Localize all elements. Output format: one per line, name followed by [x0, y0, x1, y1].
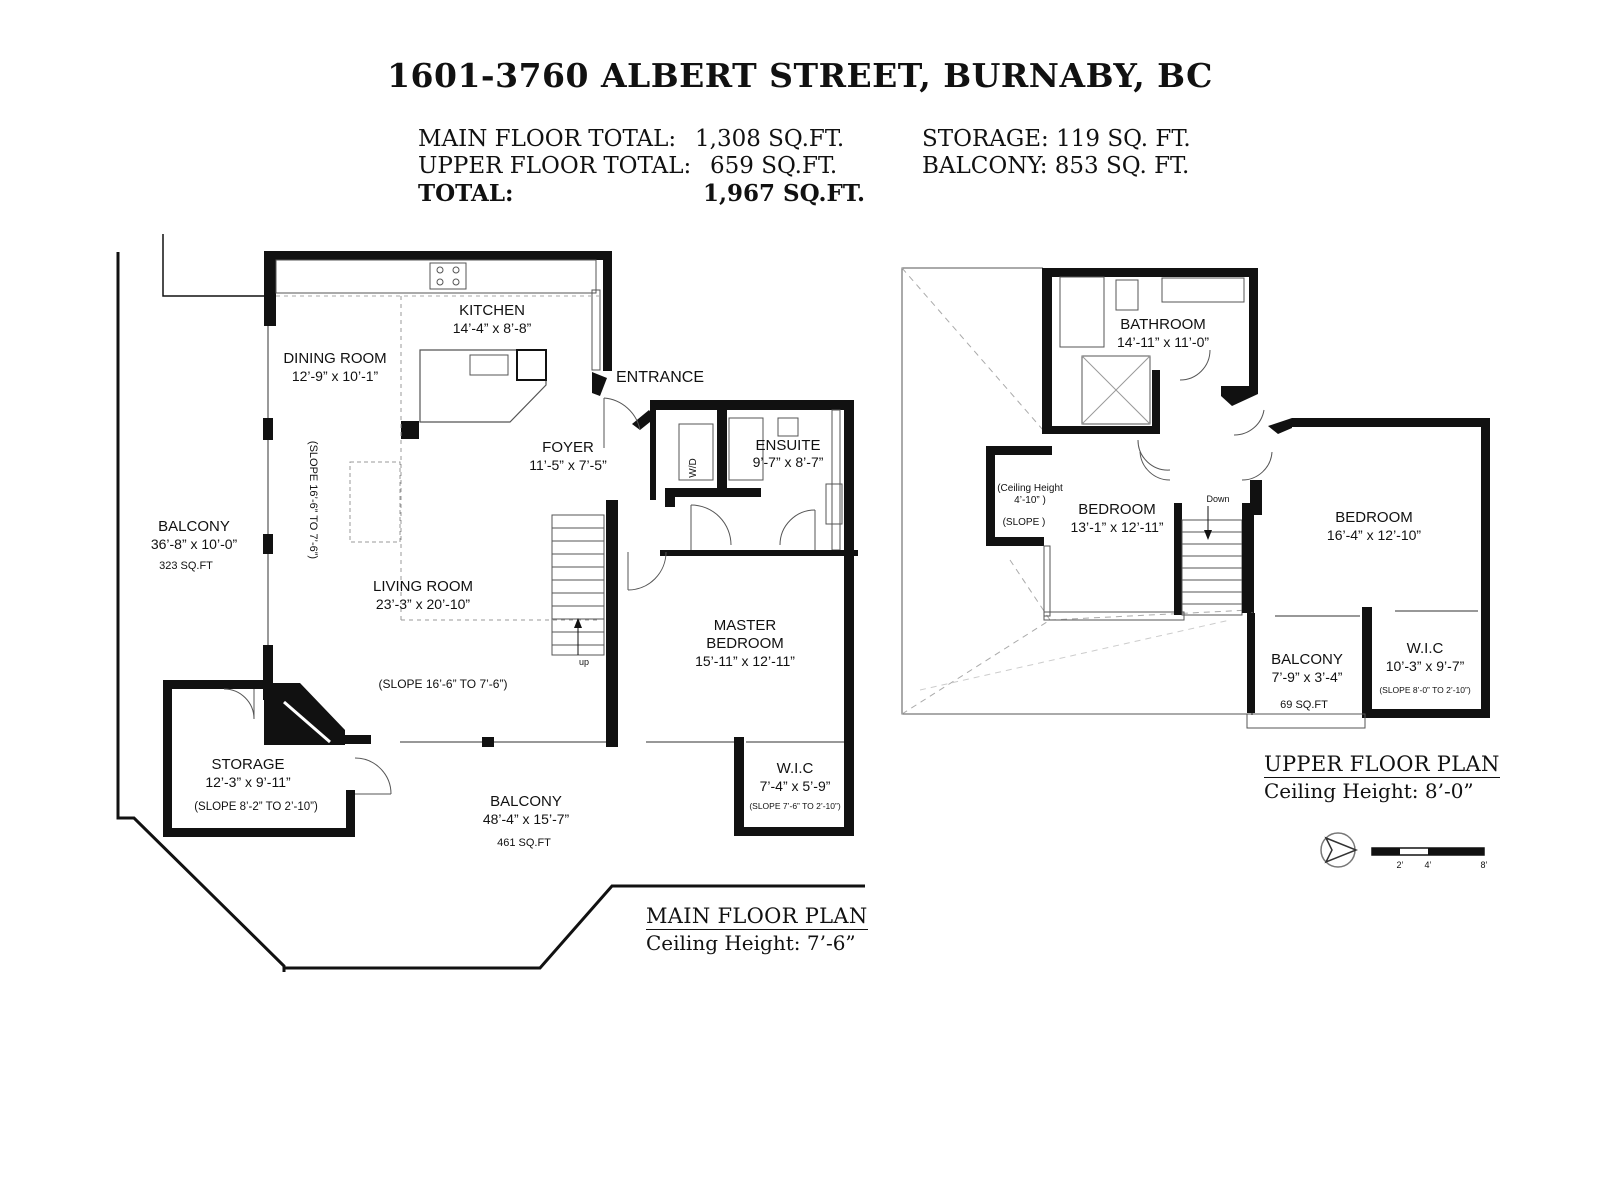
- scale-bar: 2’ 4’ 8’: [1371, 847, 1488, 870]
- total-value: 1,967 SQ.FT.: [703, 180, 866, 207]
- bathroom-label: BATHROOM: [1120, 316, 1206, 333]
- kitchen-dims: 14’-4” x 8’-8”: [453, 320, 532, 336]
- wic-dims: 7’-4” x 5’-9”: [760, 778, 831, 794]
- upper-wic-dims: 10’-3” x 9’-7”: [1386, 658, 1465, 674]
- total-label: TOTAL:: [418, 180, 514, 207]
- nook-ceiling-line1: (Ceiling Height: [997, 483, 1063, 494]
- upper-wic-label: W.I.C: [1407, 640, 1444, 657]
- double-vanity: [1161, 277, 1245, 303]
- cooktop: [429, 262, 467, 290]
- west-balcony-area: 323 SQ.FT: [159, 560, 213, 572]
- sink: [469, 354, 509, 376]
- fireplace: [264, 683, 345, 745]
- toilet: [777, 417, 799, 437]
- entrance-wall: [592, 372, 607, 396]
- master-label-line1: MASTER: [714, 617, 777, 634]
- storage-total: STORAGE: 119 SQ. FT.: [922, 126, 1191, 152]
- scale-tick-2: 2’: [1396, 860, 1403, 870]
- scale-tick-8: 8’: [1480, 860, 1487, 870]
- upper-balcony-label: BALCONY: [1271, 651, 1343, 668]
- vertical-slope-note: (SLOPE 16’-6” TO 7’-6”): [307, 441, 319, 559]
- wall: [264, 251, 276, 326]
- south-balcony-dims: 48’-4” x 15’-7”: [483, 811, 570, 827]
- main-floor-plan: W/D up: [116, 234, 865, 972]
- wic-slope-note: (SLOPE 7’-6” TO 2’-10”): [749, 801, 840, 811]
- wall: [603, 251, 612, 371]
- storage-dims: 12’-3” x 9’-11”: [205, 774, 291, 790]
- wall: [264, 251, 612, 260]
- property-address: 1601-3760 ALBERT STREET, BURNABY, BC: [387, 56, 1213, 95]
- vanity: [825, 483, 843, 525]
- toilet: [1115, 279, 1139, 311]
- shower: [1081, 355, 1151, 425]
- south-balcony-label: BALCONY: [490, 793, 562, 810]
- living-slope-note: (SLOPE 16’-6” TO 7’-6”): [379, 677, 508, 691]
- dining-label: DINING ROOM: [283, 350, 386, 367]
- ensuite-label: ENSUITE: [755, 437, 820, 454]
- upper-balcony-dims: 7’-9” x 3’-4”: [1272, 669, 1343, 685]
- storage-slope-note: (SLOPE 8’-2” TO 2’-10”): [194, 801, 318, 813]
- living-dims: 23’-3” x 20’-10”: [376, 596, 470, 612]
- wic-label: W.I.C: [777, 760, 814, 777]
- north-arrow-icon: [1320, 832, 1359, 868]
- balcony-total: BALCONY: 853 SQ. FT.: [922, 153, 1190, 179]
- west-balcony-dims: 36’-8” x 10’-0”: [151, 536, 238, 552]
- entrance-label: ENTRANCE: [616, 369, 704, 386]
- upper-wic-slope-note: (SLOPE 8’-0” TO 2’-10”): [1379, 685, 1470, 695]
- bathroom-wall: [1042, 268, 1052, 433]
- upper-floor-plan: Down: [901, 267, 1490, 729]
- bathtub: [1059, 276, 1105, 348]
- small-bedroom-label: BEDROOM: [1078, 501, 1156, 518]
- large-bedroom-dims: 16’-4” x 12’-10”: [1327, 527, 1421, 543]
- living-label: LIVING ROOM: [373, 578, 473, 595]
- upper-floor-total-value: 659 SQ.FT.: [710, 153, 838, 179]
- kitchen-door: [591, 289, 601, 371]
- kitchen-label: KITCHEN: [459, 302, 525, 319]
- nook-slope-note: (SLOPE ): [1003, 517, 1046, 528]
- main-floor-caption: MAIN FLOOR PLAN: [646, 904, 868, 930]
- bathtub: [728, 417, 764, 481]
- balcony-outline-south: [284, 884, 865, 970]
- appliance: [516, 349, 547, 381]
- balcony-outline-west: [116, 252, 286, 972]
- main-floor-ceiling: Ceiling Height: 7’-6”: [646, 931, 856, 955]
- west-balcony-label: BALCONY: [158, 518, 230, 535]
- south-balcony-area: 461 SQ.FT: [497, 837, 551, 849]
- bathroom-dims: 14’-11” x 11’-0”: [1117, 334, 1209, 350]
- foyer-label: FOYER: [542, 439, 594, 456]
- stairs-up: up: [551, 514, 605, 667]
- kitchen-counter: [275, 259, 597, 294]
- upper-floor-caption-block: UPPER FLOOR PLAN Ceiling Height: 8’-0”: [1264, 752, 1500, 803]
- upper-floor-ceiling: Ceiling Height: 8’-0”: [1264, 779, 1474, 803]
- foyer-dims: 11’-5” x 7’-5”: [529, 457, 607, 473]
- scale-tick-4: 4’: [1424, 860, 1431, 870]
- balcony-outline-north: [162, 234, 266, 297]
- ensuite-dims: 9’-7” x 8’-7”: [753, 454, 824, 470]
- washer-dryer: [678, 423, 714, 481]
- wall: [650, 400, 854, 410]
- dining-dims: 12’-9” x 10’-1”: [292, 368, 379, 384]
- column: [401, 421, 419, 439]
- dining-table-outline: [349, 461, 401, 543]
- upper-floor-caption: UPPER FLOOR PLAN: [1264, 752, 1500, 778]
- large-bedroom-label: BEDROOM: [1335, 509, 1413, 526]
- upper-floor-total-label: UPPER FLOOR TOTAL:: [418, 153, 692, 179]
- stairs-down: Down: [1181, 494, 1243, 616]
- small-bedroom-dims: 13’-1” x 12’-11”: [1070, 519, 1163, 535]
- kitchen-island: [419, 349, 547, 423]
- wd-label: W/D: [688, 458, 699, 477]
- main-floor-caption-block: MAIN FLOOR PLAN Ceiling Height: 7’-6”: [646, 904, 868, 955]
- upper-balcony-area: 69 SQ.FT: [1280, 699, 1328, 711]
- storage-label: STORAGE: [211, 756, 284, 773]
- main-floor-total-value: 1,308 SQ.FT.: [695, 126, 845, 152]
- wic-wall: [734, 737, 744, 836]
- storage-wall: [163, 680, 263, 689]
- main-floor-total-label: MAIN FLOOR TOTAL:: [418, 126, 677, 152]
- stair-up-label: up: [579, 657, 589, 667]
- master-label-line2: BEDROOM: [706, 635, 784, 652]
- stair-down-label: Down: [1206, 494, 1229, 504]
- master-dims: 15’-11” x 12’-11”: [695, 653, 795, 669]
- nook-ceiling-line2: 4’-10” ): [1014, 495, 1046, 506]
